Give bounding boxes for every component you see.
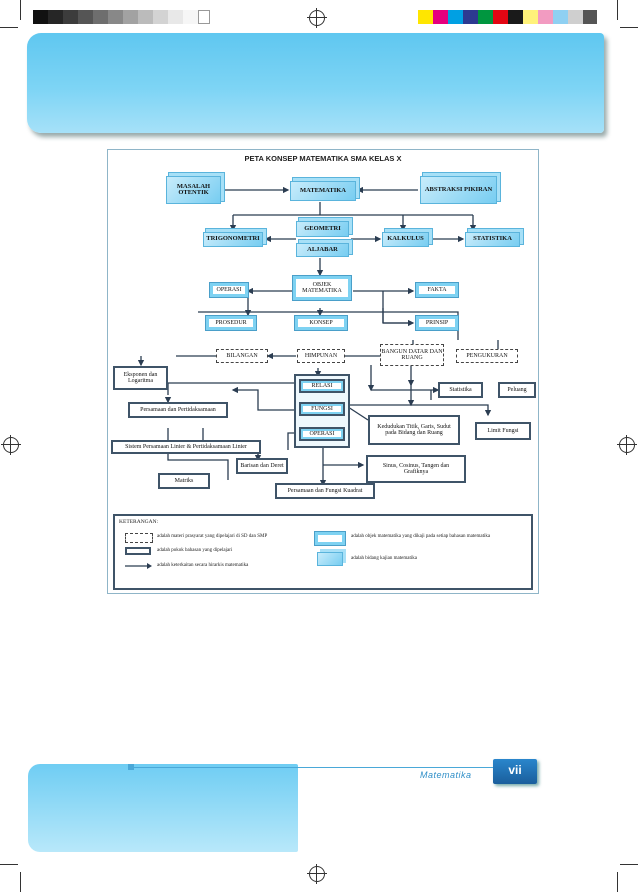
node-persamaan: Persamaan dan Pertidaksamaan: [128, 402, 228, 418]
node-fakta: FAKTA: [416, 283, 458, 297]
node-limit-fungsi: Limit Fungsi: [475, 422, 531, 440]
registration-mark-top: [307, 8, 327, 28]
legend-heading: KETERANGAN:: [119, 519, 159, 525]
node-masalah-otentik: MASALAH OTENTIK: [166, 176, 221, 204]
node-objek-matematika: OBJEK MATEMATIKA: [293, 276, 351, 300]
concept-map: PETA KONSEP MATEMATIKA SMA KELAS X MASAL…: [107, 149, 539, 594]
diagram-title: PETA KONSEP MATEMATIKA SMA KELAS X: [244, 154, 402, 163]
legend-arrow-text: adalah keterkaitan secara hirarkis matem…: [157, 563, 249, 568]
node-pengukuran: PENGUKURAN: [456, 349, 518, 363]
node-prosedur: PROSEDUR: [206, 316, 256, 330]
node-bangun-datar: BANGUN DATAR DAN RUANG: [380, 344, 444, 366]
node-trigonometri: TRIGONOMETRI: [203, 232, 263, 247]
legend-solid-text: adalah pokok bahasan yang dipelajari: [157, 548, 233, 553]
registration-mark-right: [617, 435, 637, 455]
node-statistika: STATISTIKA: [465, 232, 520, 247]
node-operasi-top: OPERASI: [210, 283, 248, 297]
connector-arrows: [137, 186, 515, 487]
node-eksponen: Eksponen dan Logaritma: [113, 366, 168, 390]
legend-dotted-text: adalah materi prasyarat yang dipelajari …: [157, 534, 268, 539]
node-geometri: GEOMETRI: [296, 221, 349, 237]
node-sinus-cosinus: Sinus, Cosinus, Tangen dan Grafiknya: [366, 455, 466, 483]
legend-objek-swatch: [315, 532, 345, 545]
node-matriks: Matriks: [158, 473, 210, 489]
footer-bullet: [128, 764, 134, 770]
legend-dotted-swatch: [125, 533, 153, 543]
legend-box: KETERANGAN: adalah materi prasyarat yang…: [113, 514, 533, 590]
page-number: vii: [508, 763, 522, 777]
page-number-tab: [493, 759, 537, 784]
node-matematika: MATEMATIKA: [290, 181, 356, 201]
footer-rule: [130, 767, 495, 768]
node-aljabar: ALJABAR: [296, 243, 349, 257]
node-konsep: KONSEP: [295, 316, 347, 330]
node-himpunan: HIMPUNAN: [297, 349, 345, 363]
registration-mark-left: [1, 435, 21, 455]
footer-subject: Matematika: [420, 770, 472, 780]
node-persamaan-kuadrat: Persamaan dan Fungsi Kuadrat: [275, 483, 375, 499]
registration-mark-bottom: [307, 864, 327, 884]
legend-objek-text: adalah objek matematika yang dikaji pada…: [351, 534, 491, 539]
node-barisan-deret: Barisan dan Deret: [236, 458, 288, 474]
node-statistika-small: Statistika: [438, 382, 483, 398]
legend-cube-text: adalah bidang kajian matematika: [351, 556, 417, 561]
node-peluang: Peluang: [498, 382, 536, 398]
node-kalkulus: KALKULUS: [382, 232, 429, 247]
node-sistem-persamaan: Sistem Persamaan Linier & Pertidaksamaan…: [111, 440, 261, 454]
legend-arrow-icon: [125, 563, 152, 569]
footer-band: [28, 764, 298, 852]
legend-cube-swatch: [317, 552, 343, 566]
node-kedudukan: Kedudukan Titik, Garis, Sudut pada Bidan…: [368, 415, 460, 445]
node-bilangan: BILANGAN: [216, 349, 268, 363]
node-relasi: RELASI: [299, 379, 345, 393]
node-prinsip: PRINSIP: [416, 316, 458, 330]
node-fungsi: FUNGSI: [299, 402, 345, 416]
node-abstraksi-pikiran: ABSTRAKSI PIKIRAN: [420, 176, 497, 204]
legend-solid-swatch: [125, 547, 151, 555]
node-operasi-mid: OPERASI: [299, 427, 345, 441]
header-band: [27, 33, 604, 133]
